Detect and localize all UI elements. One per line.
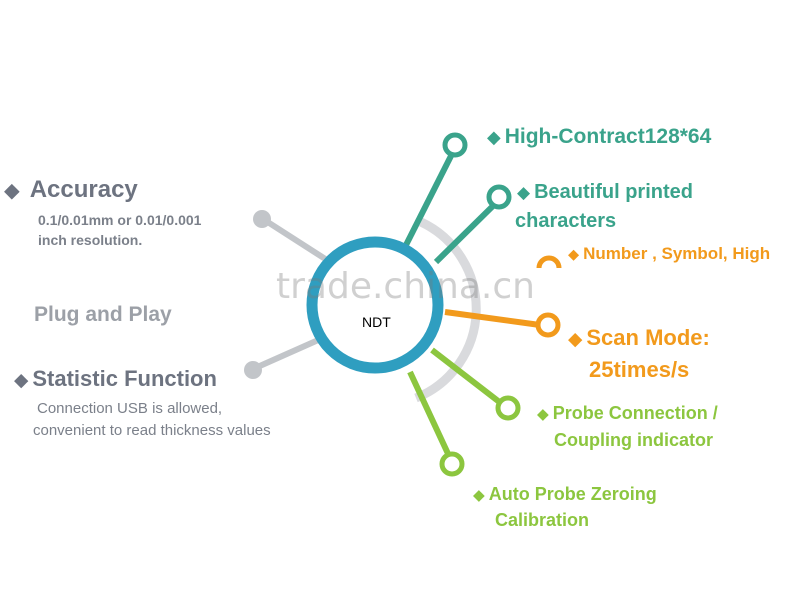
- ring-node-icon: [442, 132, 468, 158]
- diamond-icon: ◆: [14, 369, 29, 390]
- feature-scan-mode: ◆Scan Mode:: [568, 325, 710, 351]
- feature-title: Scan Mode:: [586, 325, 710, 350]
- connector-auto-probe: [407, 370, 453, 460]
- connector-scan-mode: [444, 309, 541, 328]
- diamond-icon: ◆: [487, 127, 501, 147]
- desc-line: 0.1/0.01mm or 0.01/0.001: [38, 212, 202, 228]
- node-dot: [253, 210, 271, 228]
- diamond-icon: ◆: [4, 180, 20, 202]
- node-dot: [244, 361, 262, 379]
- watermark: trade.china.cn: [276, 266, 535, 307]
- feature-number-symbol: ◆Number , Symbol, High: [568, 244, 770, 264]
- diamond-icon: ◆: [473, 487, 485, 504]
- desc-line: convenient to read thickness values: [33, 421, 271, 439]
- ring-node-icon: [495, 395, 521, 421]
- connector-statistic: [251, 334, 327, 372]
- feature-title: Auto Probe Zeroing: [488, 484, 657, 504]
- feature-title: Statistic Function: [32, 366, 217, 391]
- diamond-icon: ◆: [537, 406, 549, 423]
- connector-probe-connection: [430, 347, 504, 407]
- feature-statistic: ◆Statistic Function: [14, 366, 217, 392]
- orange-arc-icon: [536, 255, 562, 269]
- desc-line: Connection USB is allowed,: [37, 400, 223, 417]
- connector-printed-characters: [433, 197, 502, 265]
- feature-title: Beautiful printed: [534, 181, 693, 203]
- feature-accuracy-desc: 0.1/0.01mm or 0.01/0.001 inch resolution…: [38, 210, 201, 251]
- connector-high-contract: [403, 146, 458, 247]
- ring-node-icon: [535, 312, 561, 338]
- diamond-icon: ◆: [517, 183, 531, 202]
- feature-scan-mode-line2: 25times/s: [589, 357, 690, 382]
- desc-line: inch resolution.: [38, 232, 143, 249]
- feature-accuracy: ◆ Accuracy: [4, 176, 138, 205]
- feature-high-contract: ◆High-Contract128*64: [487, 124, 711, 149]
- feature-plug-and-play: Plug and Play: [34, 303, 172, 326]
- feature-probe-connection-line2: Coupling indicator: [554, 430, 713, 450]
- feature-printed-characters: ◆Beautiful printed: [517, 180, 693, 204]
- feature-statistic-desc: Connection USB is allowed, convenient to…: [33, 398, 271, 442]
- feature-auto-probe-line2: Calibration: [495, 510, 590, 530]
- ring-node-icon: [486, 184, 512, 210]
- feature-title: Accuracy: [29, 176, 138, 203]
- feature-title: Number , Symbol, High: [583, 244, 771, 263]
- diamond-icon: ◆: [568, 247, 580, 263]
- diamond-icon: ◆: [568, 328, 583, 349]
- feature-auto-probe: ◆Auto Probe Zeroing: [473, 484, 657, 506]
- connector-accuracy: [261, 216, 332, 265]
- ring-node-icon: [439, 451, 465, 477]
- feature-title: Probe Connection /: [552, 403, 718, 423]
- feature-probe-connection: ◆Probe Connection /: [537, 403, 718, 425]
- hub-label: NDT: [362, 314, 391, 330]
- feature-title: High-Contract128*64: [504, 125, 712, 148]
- hub-ring: [306, 236, 444, 374]
- outer-arc: [414, 217, 481, 403]
- feature-printed-characters-line2: characters: [515, 210, 617, 232]
